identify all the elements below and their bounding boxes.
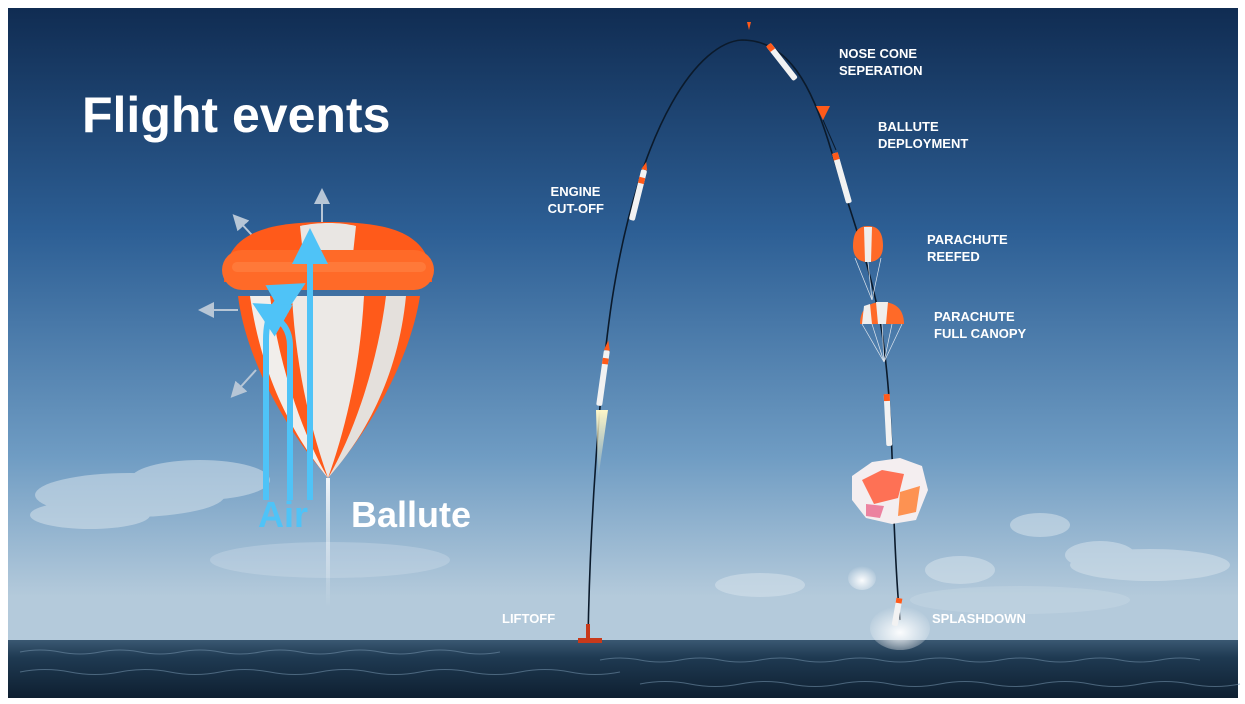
- label-engine-cutoff: ENGINE CUT-OFF: [548, 184, 604, 216]
- splashdown-rocket: [848, 566, 930, 650]
- parachute-full-canopy: [860, 302, 904, 363]
- label-liftoff: LIFTOFF: [502, 611, 555, 626]
- ballute-label: Ballute: [351, 494, 471, 535]
- label-nose-cone: NOSE CONE SEPERATION: [839, 46, 923, 78]
- clouds: [30, 460, 1230, 614]
- rocket-ascent: [596, 340, 610, 480]
- sky-background: [8, 8, 1238, 648]
- label-parachute-reefed: PARACHUTE REEFED: [927, 232, 1011, 264]
- label-parachute-full-canopy: PARACHUTE FULL CANOPY: [934, 309, 1027, 341]
- label-ballute-deployment: BALLUTE DEPLOYMENT: [878, 119, 968, 151]
- parachute-reefed: [853, 226, 883, 301]
- air-label: Air: [258, 494, 308, 535]
- ballute-deployment: [816, 106, 852, 204]
- page-title: Flight events: [82, 87, 390, 143]
- sea: [8, 640, 1238, 698]
- waves: [19, 649, 1241, 687]
- rocket-descent: [883, 393, 893, 447]
- launch-platform: [578, 624, 602, 643]
- crumpled-parachute: [852, 458, 928, 524]
- rocket-engine-cutoff: [629, 162, 648, 221]
- ballute-illustration: [198, 188, 434, 608]
- label-splashdown: SPLASHDOWN: [932, 611, 1026, 626]
- nose-cone-separation: [747, 22, 798, 81]
